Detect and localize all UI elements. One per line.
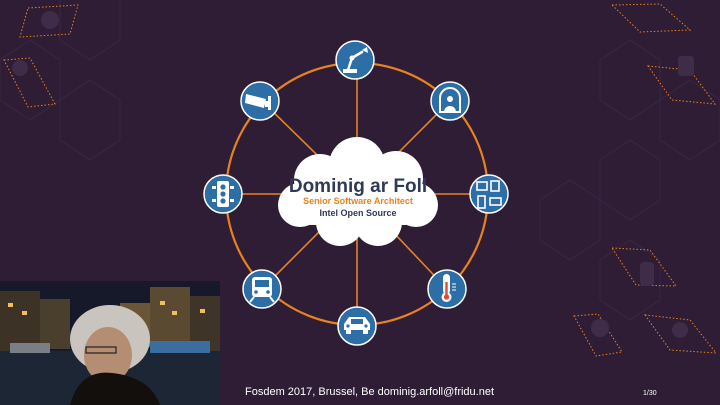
speaker-org: Intel Open Source [263, 208, 453, 218]
traffic-light-icon [204, 175, 242, 213]
speaker-video [0, 281, 220, 405]
speaker-role: Senior Software Architect [263, 196, 453, 206]
thermometer-icon [428, 270, 466, 308]
train-icon [243, 270, 281, 308]
car-icon [338, 307, 376, 345]
page-number: 1/30 [643, 390, 657, 397]
robot-arm-icon [336, 41, 374, 79]
devices-icon [470, 175, 508, 213]
security-camera-icon [241, 82, 279, 120]
footer-text: Fosdem 2017, Brussel, Be dominig.arfoll@… [245, 386, 494, 398]
speaker-video-frame [0, 281, 220, 405]
scanner-icon [431, 82, 469, 120]
speaker-name: Dominig ar Foll [263, 176, 453, 198]
